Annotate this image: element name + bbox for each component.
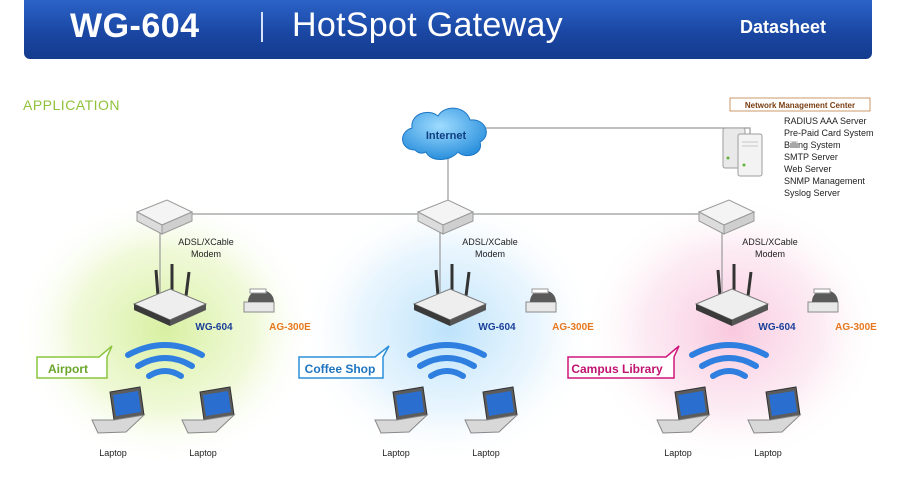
wifi-icon <box>689 342 769 379</box>
printer-label: AG-300E <box>269 322 311 333</box>
printer-icon <box>807 288 839 313</box>
wifi-icon <box>125 342 205 379</box>
modem-label: ADSL/XCable <box>742 237 798 247</box>
laptop-label: Laptop <box>189 448 217 458</box>
laptop-label: Laptop <box>754 448 782 458</box>
laptop-icon <box>91 386 146 434</box>
gateway-label: WG-604 <box>195 322 233 333</box>
printer-icon <box>243 288 275 313</box>
section-title: APPLICATION <box>23 97 121 113</box>
modem-label: Modem <box>475 249 505 259</box>
site-airport: ADSL/XCable Modem WG-604 AG-300E Airport <box>36 199 311 458</box>
nmc-item: Syslog Server <box>784 188 840 198</box>
gateway-icon <box>694 264 770 326</box>
printer-label: AG-300E <box>835 322 877 333</box>
header-model: WG-604 <box>70 7 200 45</box>
header-doc-type: Datasheet <box>739 17 826 37</box>
wifi-icon <box>407 342 487 379</box>
laptop-label: Laptop <box>664 448 692 458</box>
modem-label: ADSL/XCable <box>462 237 518 247</box>
laptop-icon <box>464 386 519 434</box>
site-coffee-shop: ADSL/XCable Modem WG-604 AG-300E Coffee … <box>298 199 594 458</box>
laptop-icon <box>656 386 711 434</box>
laptop-label: Laptop <box>472 448 500 458</box>
internet-label: Internet <box>426 130 467 142</box>
network-management-center: Network Management Center RADIUS AAA Ser… <box>722 97 874 198</box>
gateway-icon <box>132 264 208 326</box>
header-product: HotSpot Gateway <box>292 6 563 44</box>
header-separator <box>261 12 263 42</box>
gateway-label: WG-604 <box>478 322 516 333</box>
laptop-icon <box>747 386 802 434</box>
modem-icon <box>135 199 194 235</box>
nmc-item: RADIUS AAA Server <box>784 116 867 126</box>
site-label-coffee-shop: Coffee Shop <box>305 362 376 376</box>
site-label-campus-library: Campus Library <box>571 362 663 376</box>
modem-label: Modem <box>191 249 221 259</box>
coffee-shop-zone <box>298 195 598 465</box>
gateway-icon <box>412 264 488 326</box>
nmc-item: SMTP Server <box>784 152 838 162</box>
airport-zone <box>15 195 315 465</box>
datasheet-header: WG-604 HotSpot Gateway Datasheet <box>24 0 872 59</box>
internet-cloud: Internet <box>402 107 487 160</box>
laptop-icon <box>374 386 429 434</box>
nmc-item: Pre-Paid Card System <box>784 128 874 138</box>
site-campus-library: ADSL/XCable Modem WG-604 AG-300E Campus … <box>567 199 877 458</box>
nmc-list: RADIUS AAA Server Pre-Paid Card System B… <box>784 116 874 198</box>
laptop-icon <box>181 386 236 434</box>
laptop-label: Laptop <box>382 448 410 458</box>
printer-label: AG-300E <box>552 322 594 333</box>
server-icon <box>722 127 763 177</box>
nmc-item: Web Server <box>784 164 831 174</box>
modem-label: Modem <box>755 249 785 259</box>
modem-label: ADSL/XCable <box>178 237 234 247</box>
modem-icon <box>697 199 756 235</box>
nmc-item: SNMP Management <box>784 176 865 186</box>
site-label-airport: Airport <box>48 362 88 376</box>
campus-library-zone <box>582 195 882 465</box>
printer-icon <box>525 288 557 313</box>
nmc-title: Network Management Center <box>745 101 855 110</box>
nmc-item: Billing System <box>784 140 841 150</box>
modem-icon <box>416 199 475 235</box>
gateway-label: WG-604 <box>758 322 796 333</box>
laptop-label: Laptop <box>99 448 127 458</box>
nmc-title-box <box>729 97 871 112</box>
